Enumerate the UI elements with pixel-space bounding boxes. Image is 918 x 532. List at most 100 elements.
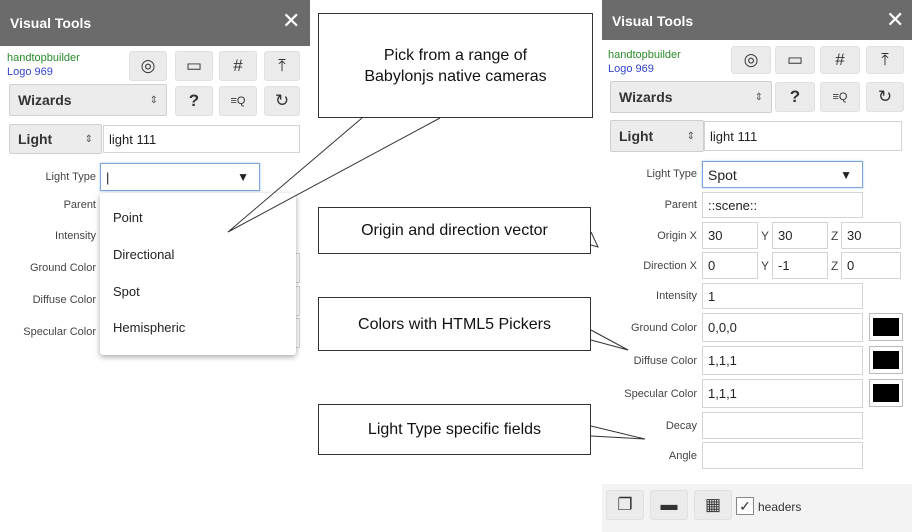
- left-title: Visual Tools: [10, 15, 92, 31]
- left-close-icon[interactable]: ✕: [282, 8, 301, 33]
- left-light-type-dropdown-icon: ▼: [237, 170, 249, 184]
- right-panel: Visual Tools ✕ handtopbuilder Logo 969 ◎…: [602, 0, 912, 532]
- right-entity-type-select[interactable]: Light ⇕: [610, 120, 704, 152]
- right-close-icon[interactable]: ✕: [886, 7, 905, 32]
- left-light-type-value: |: [106, 169, 110, 185]
- right-refresh-icon[interactable]: ↻: [866, 82, 904, 112]
- copy-icon[interactable]: ❐: [606, 490, 644, 520]
- right-panel-icon[interactable]: ▭: [775, 46, 815, 74]
- left-light-type-select[interactable]: | ▼: [100, 163, 260, 191]
- right-origin-z-axis: Z: [831, 229, 839, 243]
- right-direction-z-input[interactable]: 0: [841, 252, 901, 279]
- callout-colors: Colors with HTML5 Pickers: [318, 297, 591, 351]
- right-title: Visual Tools: [612, 13, 694, 29]
- right-parent-input[interactable]: ::scene::: [702, 192, 863, 218]
- bar-icon[interactable]: ▬: [650, 490, 688, 520]
- left-layers-icon[interactable]: ◎: [129, 51, 167, 81]
- right-wizards-stepper-icon: ⇕: [754, 91, 763, 103]
- right-intensity-input[interactable]: 1: [702, 283, 863, 309]
- left-wizards-stepper-icon: ⇕: [149, 94, 158, 106]
- headers-checkbox[interactable]: ✓: [736, 497, 754, 515]
- left-grid-icon[interactable]: #: [219, 51, 257, 81]
- right-user-name[interactable]: handtopbuilder: [608, 49, 681, 61]
- right-origin-x-input[interactable]: 30: [702, 222, 758, 249]
- callout-cameras: Pick from a range of Babylonjs native ca…: [318, 13, 593, 118]
- callout-origin-direction: Origin and direction vector: [318, 207, 591, 254]
- origin-callout-pointer: [590, 231, 599, 248]
- right-user-logo[interactable]: Logo 969: [608, 63, 654, 75]
- right-light-type-value: Spot: [708, 166, 737, 183]
- right-intensity-label: Intensity: [656, 290, 697, 302]
- right-origin-label: Origin X: [657, 230, 697, 242]
- right-decay-label: Decay: [665, 420, 697, 432]
- right-bottom-toolbar: ❐ ▬ ▦ ✓ headers: [602, 484, 912, 532]
- left-titlebar: Visual Tools ✕: [0, 0, 310, 46]
- right-diffuse-color-label: Diffuse Color: [633, 355, 697, 367]
- dropdown-option-directional[interactable]: Directional: [113, 247, 175, 262]
- right-specular-color-picker[interactable]: [869, 379, 903, 407]
- left-specular-color-label: Specular Color: [23, 326, 96, 338]
- right-direction-y-input[interactable]: -1: [772, 252, 828, 279]
- left-entity-type-label: Light: [18, 131, 53, 147]
- right-origin-y-input[interactable]: 30: [772, 222, 828, 249]
- right-entity-name-input[interactable]: light 111: [704, 121, 902, 151]
- right-upload-icon[interactable]: ⤒: [866, 46, 904, 74]
- left-user-logo[interactable]: Logo 969: [7, 66, 53, 78]
- right-decay-input[interactable]: [702, 412, 863, 439]
- light-type-dropdown-menu: Point Directional Spot Hemispheric: [100, 193, 296, 355]
- right-angle-label: Angle: [668, 450, 697, 462]
- right-direction-y-axis: Y: [761, 259, 770, 273]
- right-light-type-dropdown-icon: ▼: [840, 167, 852, 182]
- right-wizards-label: Wizards: [619, 89, 673, 105]
- left-intensity-label: Intensity: [55, 230, 96, 242]
- right-parent-label: Parent: [664, 199, 697, 211]
- left-diffuse-color-label: Diffuse Color: [32, 294, 96, 306]
- left-ground-color-label: Ground Color: [29, 262, 96, 274]
- right-diffuse-color-picker[interactable]: [869, 346, 903, 374]
- headers-label: headers: [758, 500, 802, 514]
- left-entity-name-input[interactable]: light 111: [103, 125, 300, 153]
- right-titlebar: Visual Tools ✕: [602, 0, 912, 40]
- right-entity-stepper-icon: ⇕: [686, 130, 695, 142]
- left-panel: Visual Tools ✕ handtopbuilder Logo 969 ◎…: [0, 0, 310, 532]
- right-direction-x-input[interactable]: 0: [702, 252, 758, 279]
- right-specular-color-label: Specular Color: [624, 388, 697, 400]
- left-user-name[interactable]: handtopbuilder: [7, 52, 80, 64]
- right-search-list-icon[interactable]: ≡Q: [820, 82, 860, 112]
- left-wizards-select[interactable]: Wizards ⇕: [9, 84, 167, 116]
- left-help-icon[interactable]: ?: [175, 86, 213, 116]
- left-light-type-label: Light Type: [45, 171, 96, 183]
- left-wizards-label: Wizards: [18, 92, 72, 108]
- right-light-type-select[interactable]: Spot ▼: [702, 161, 863, 188]
- left-search-list-icon[interactable]: ≡Q: [219, 86, 257, 116]
- right-ground-color-input[interactable]: 0,0,0: [702, 313, 863, 342]
- right-light-type-label: Light Type: [646, 168, 697, 180]
- right-ground-color-picker[interactable]: [869, 313, 903, 341]
- right-direction-z-axis: Z: [831, 259, 839, 273]
- callout-light-type-fields: Light Type specific fields: [318, 404, 591, 455]
- right-direction-label: Direction X: [643, 260, 697, 272]
- right-origin-z-input[interactable]: 30: [841, 222, 901, 249]
- right-user-info: handtopbuilder Logo 969: [608, 48, 681, 76]
- left-panel-icon[interactable]: ▭: [175, 51, 213, 81]
- dropdown-option-point[interactable]: Point: [113, 210, 143, 225]
- right-diffuse-color-input[interactable]: 1,1,1: [702, 346, 863, 375]
- right-specular-color-input[interactable]: 1,1,1: [702, 379, 863, 408]
- right-entity-type-label: Light: [619, 128, 654, 144]
- dropdown-option-spot[interactable]: Spot: [113, 284, 140, 299]
- right-wizards-select[interactable]: Wizards ⇕: [610, 81, 772, 113]
- left-entity-stepper-icon: ⇕: [84, 133, 93, 145]
- right-angle-input[interactable]: [702, 442, 863, 469]
- left-parent-label: Parent: [63, 199, 96, 211]
- right-ground-color-label: Ground Color: [630, 322, 697, 334]
- right-layers-icon[interactable]: ◎: [731, 46, 771, 74]
- left-upload-icon[interactable]: ⤒: [264, 51, 300, 81]
- left-entity-type-select[interactable]: Light ⇕: [9, 124, 102, 154]
- left-refresh-icon[interactable]: ↻: [264, 86, 300, 116]
- right-origin-y-axis: Y: [761, 229, 770, 243]
- tiles-icon[interactable]: ▦: [694, 490, 732, 520]
- right-help-icon[interactable]: ?: [775, 82, 815, 112]
- left-user-info: handtopbuilder Logo 969: [7, 51, 80, 79]
- right-grid-icon[interactable]: #: [820, 46, 860, 74]
- dropdown-option-hemispheric[interactable]: Hemispheric: [113, 320, 186, 335]
